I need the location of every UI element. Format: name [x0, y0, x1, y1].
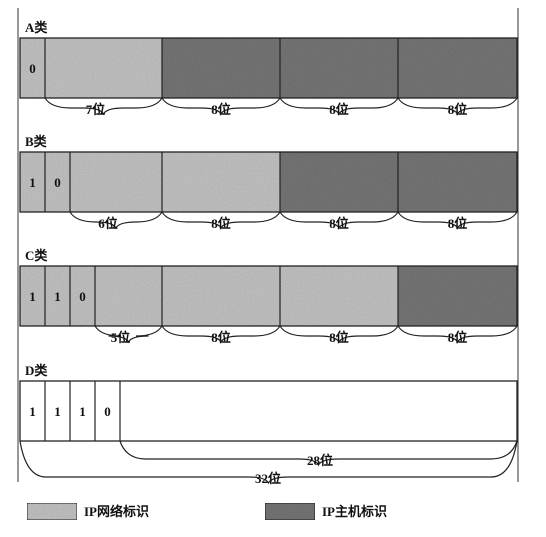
class-title: B类: [25, 134, 48, 149]
width-label: 8位: [448, 330, 468, 345]
bit-label: 1: [29, 404, 36, 419]
width-brace: [397, 97, 518, 116]
width-label: 5位: [111, 330, 131, 345]
class-row-2: B类 1 0 6位 8位 8位 8位: [19, 134, 518, 231]
width-label: 8位: [211, 102, 231, 117]
bit-label: 1: [79, 404, 86, 419]
legend-host-swatch: [264, 502, 316, 521]
total-width-label: 32位: [255, 471, 281, 486]
host-segment: [398, 266, 517, 326]
width-label: 8位: [211, 216, 231, 231]
address-frame: [19, 151, 518, 213]
bit-label: 0: [79, 289, 86, 304]
class-title: D类: [25, 363, 48, 378]
class-row-3: C类 1 1 0 5位 8位 8位 8位: [19, 248, 518, 345]
host-segment: [280, 152, 398, 212]
network-segment: [280, 266, 398, 326]
legend-network-swatch: [26, 502, 78, 521]
address-frame: [19, 265, 518, 327]
address-frame: [19, 37, 518, 99]
network-segment: [162, 152, 280, 212]
legend: IP网络标识 IP主机标识: [26, 502, 387, 521]
width-brace: [161, 97, 281, 116]
width-label: 28位: [307, 453, 333, 468]
legend-network-label: IP网络标识: [84, 504, 149, 519]
width-brace: [279, 211, 399, 230]
bit-label: 1: [54, 289, 61, 304]
width-label: 6位: [98, 216, 118, 231]
width-brace: [119, 440, 518, 467]
width-label: 8位: [211, 330, 231, 345]
host-segment: [162, 38, 280, 98]
width-label: 8位: [329, 102, 349, 117]
width-label: 7位: [86, 102, 106, 117]
width-brace: [397, 325, 518, 344]
class-title: A类: [25, 20, 48, 35]
bit-label: 0: [29, 61, 36, 76]
width-label: 8位: [448, 102, 468, 117]
host-segment: [398, 152, 517, 212]
host-segment: [280, 38, 398, 98]
bit-label: 1: [29, 289, 36, 304]
bit-label: 0: [54, 175, 61, 190]
network-segment: [20, 266, 162, 326]
width-brace: [44, 97, 163, 116]
network-segment: [20, 152, 162, 212]
bit-label: 0: [104, 404, 111, 419]
class-title: C类: [25, 248, 48, 263]
width-brace: [161, 325, 281, 344]
width-brace: [94, 325, 163, 344]
bit-label: 1: [54, 404, 61, 419]
class-row-4: D类 1 1 1 0 28位 32位: [19, 363, 518, 486]
legend-host-label: IP主机标识: [322, 504, 387, 519]
width-brace: [397, 211, 518, 230]
width-brace: [69, 211, 163, 230]
width-brace: [279, 97, 399, 116]
width-label: 8位: [448, 216, 468, 231]
total-width-brace: [19, 440, 518, 485]
width-brace: [161, 211, 281, 230]
host-segment: [398, 38, 517, 98]
bit-label: 1: [29, 175, 36, 190]
class-row-1: A类 0 7位 8位 8位 8位: [19, 20, 518, 117]
address-frame: [19, 380, 518, 442]
network-segment: [162, 266, 280, 326]
network-segment: [20, 38, 162, 98]
width-label: 8位: [329, 216, 349, 231]
width-brace: [279, 325, 399, 344]
class-rows: A类 0 7位 8位 8位 8位 B类 1 0 6位 8位 8位 8位 C类 1 1 0 5位 8位 8位 8位 D类 1 1…: [19, 20, 518, 486]
width-label: 8位: [329, 330, 349, 345]
plain-segment: [20, 381, 517, 441]
